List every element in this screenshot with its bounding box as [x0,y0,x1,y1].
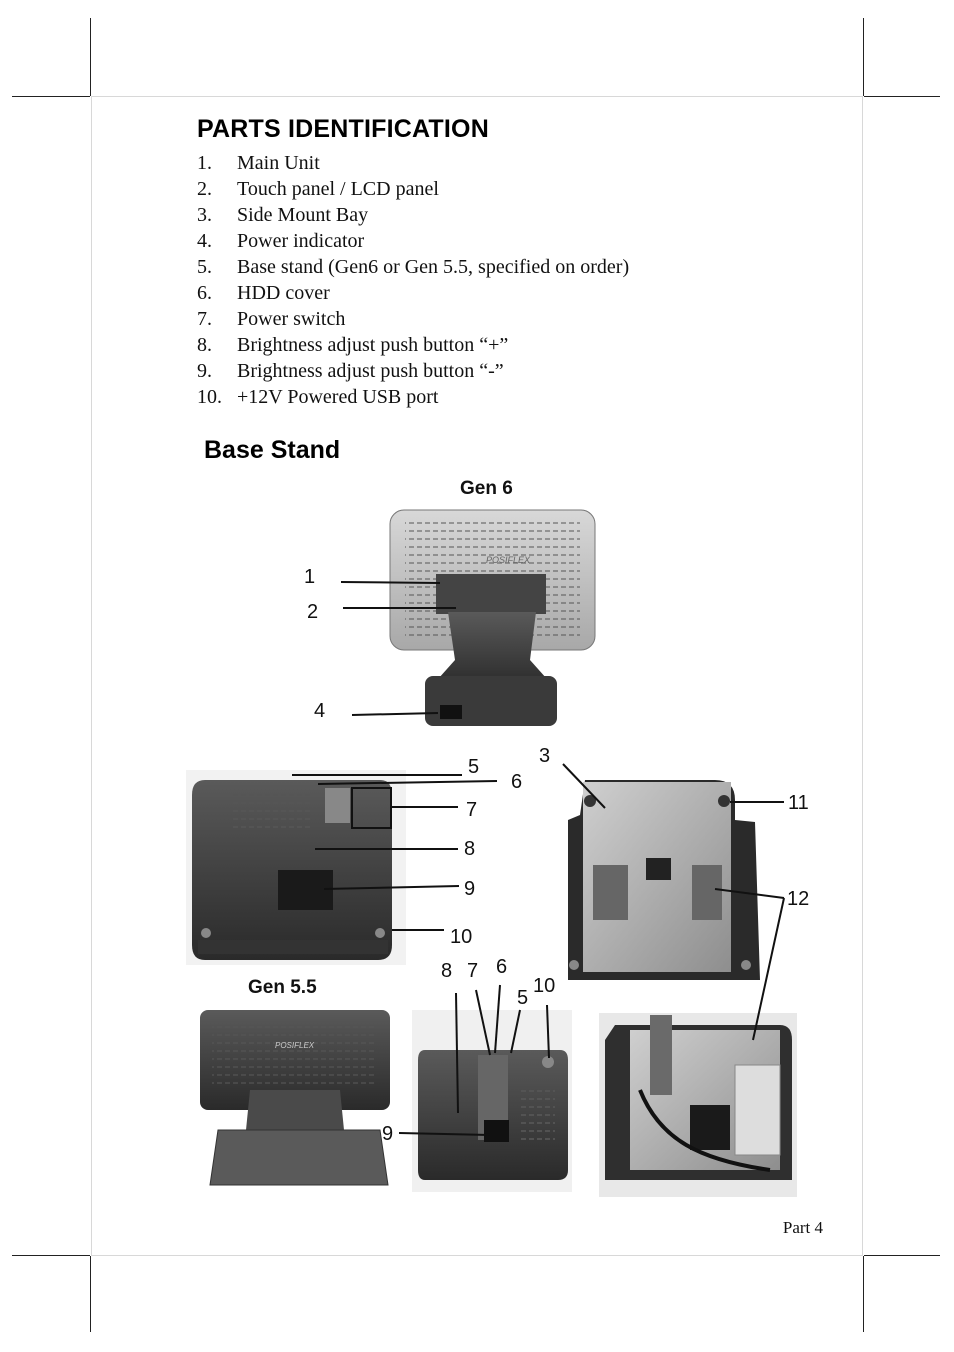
list-item: 3.Side Mount Bay [197,204,369,226]
list-item: 6.HDD cover [197,282,330,304]
callout-number: 10 [450,926,473,948]
gen55-bottom-photo [412,1010,572,1192]
section-heading: Base Stand [204,436,341,464]
callout-number: 5 [517,987,529,1009]
crop-mark [864,96,940,97]
page-frame [91,96,863,1256]
callout-number: 11 [788,792,809,814]
callout-number: 6 [496,956,508,978]
callout-number: 5 [468,756,480,778]
callout-number: 4 [314,700,326,722]
gen55-label: Gen 5.5 [248,977,317,998]
leader-lines [292,581,785,1136]
list-item: 7.Power switch [197,308,346,330]
crop-mark [90,18,91,96]
gen6-rear-photo: POSIFLEX [389,509,596,726]
list-item: 5.Base stand (Gen6 or Gen 5.5, specified… [197,256,630,278]
list-item: 1.Main Unit [197,152,320,174]
list-item: 8.Brightness adjust push button “+” [197,334,509,356]
list-item: 10.+12V Powered USB port [197,386,439,408]
callout-number: 7 [466,799,478,821]
crop-mark [864,1255,940,1256]
gen55-internal-photo [599,1013,797,1197]
callout-number: 2 [307,601,319,623]
callout-number: 1 [304,566,316,588]
callout-number: 9 [464,878,476,900]
parts-list: 1.Main Unit 2.Touch panel / LCD panel 3.… [197,150,629,410]
brand-logo: POSIFLEX [486,555,531,565]
callout-number: 3 [539,745,551,767]
page-footer: Part 4 [782,1218,823,1237]
crop-mark [12,1255,90,1256]
gen6-label: Gen 6 [460,478,513,499]
callout-number: 8 [441,960,453,982]
list-item: 4.Power indicator [197,230,365,252]
crop-mark [90,1256,91,1332]
page-title: PARTS IDENTIFICATION [197,115,489,143]
callout-number: 12 [787,888,810,910]
crop-mark [12,96,90,97]
list-item: 2.Touch panel / LCD panel [197,178,439,200]
callout-number: 7 [467,960,479,982]
callout-number: 9 [382,1123,394,1145]
gen6-mount-photo [568,780,760,980]
gen55-front-photo: POSIFLEX [200,1010,390,1186]
crop-mark [863,18,864,96]
callout-number: 6 [511,771,523,793]
svg-text:POSIFLEX: POSIFLEX [275,1041,315,1050]
crop-mark [863,1256,864,1332]
list-item: 9.Brightness adjust push button “-” [197,360,504,382]
callout-number: 10 [533,975,556,997]
callout-number: 8 [464,838,476,860]
gen6-bottom-photo [186,770,406,965]
